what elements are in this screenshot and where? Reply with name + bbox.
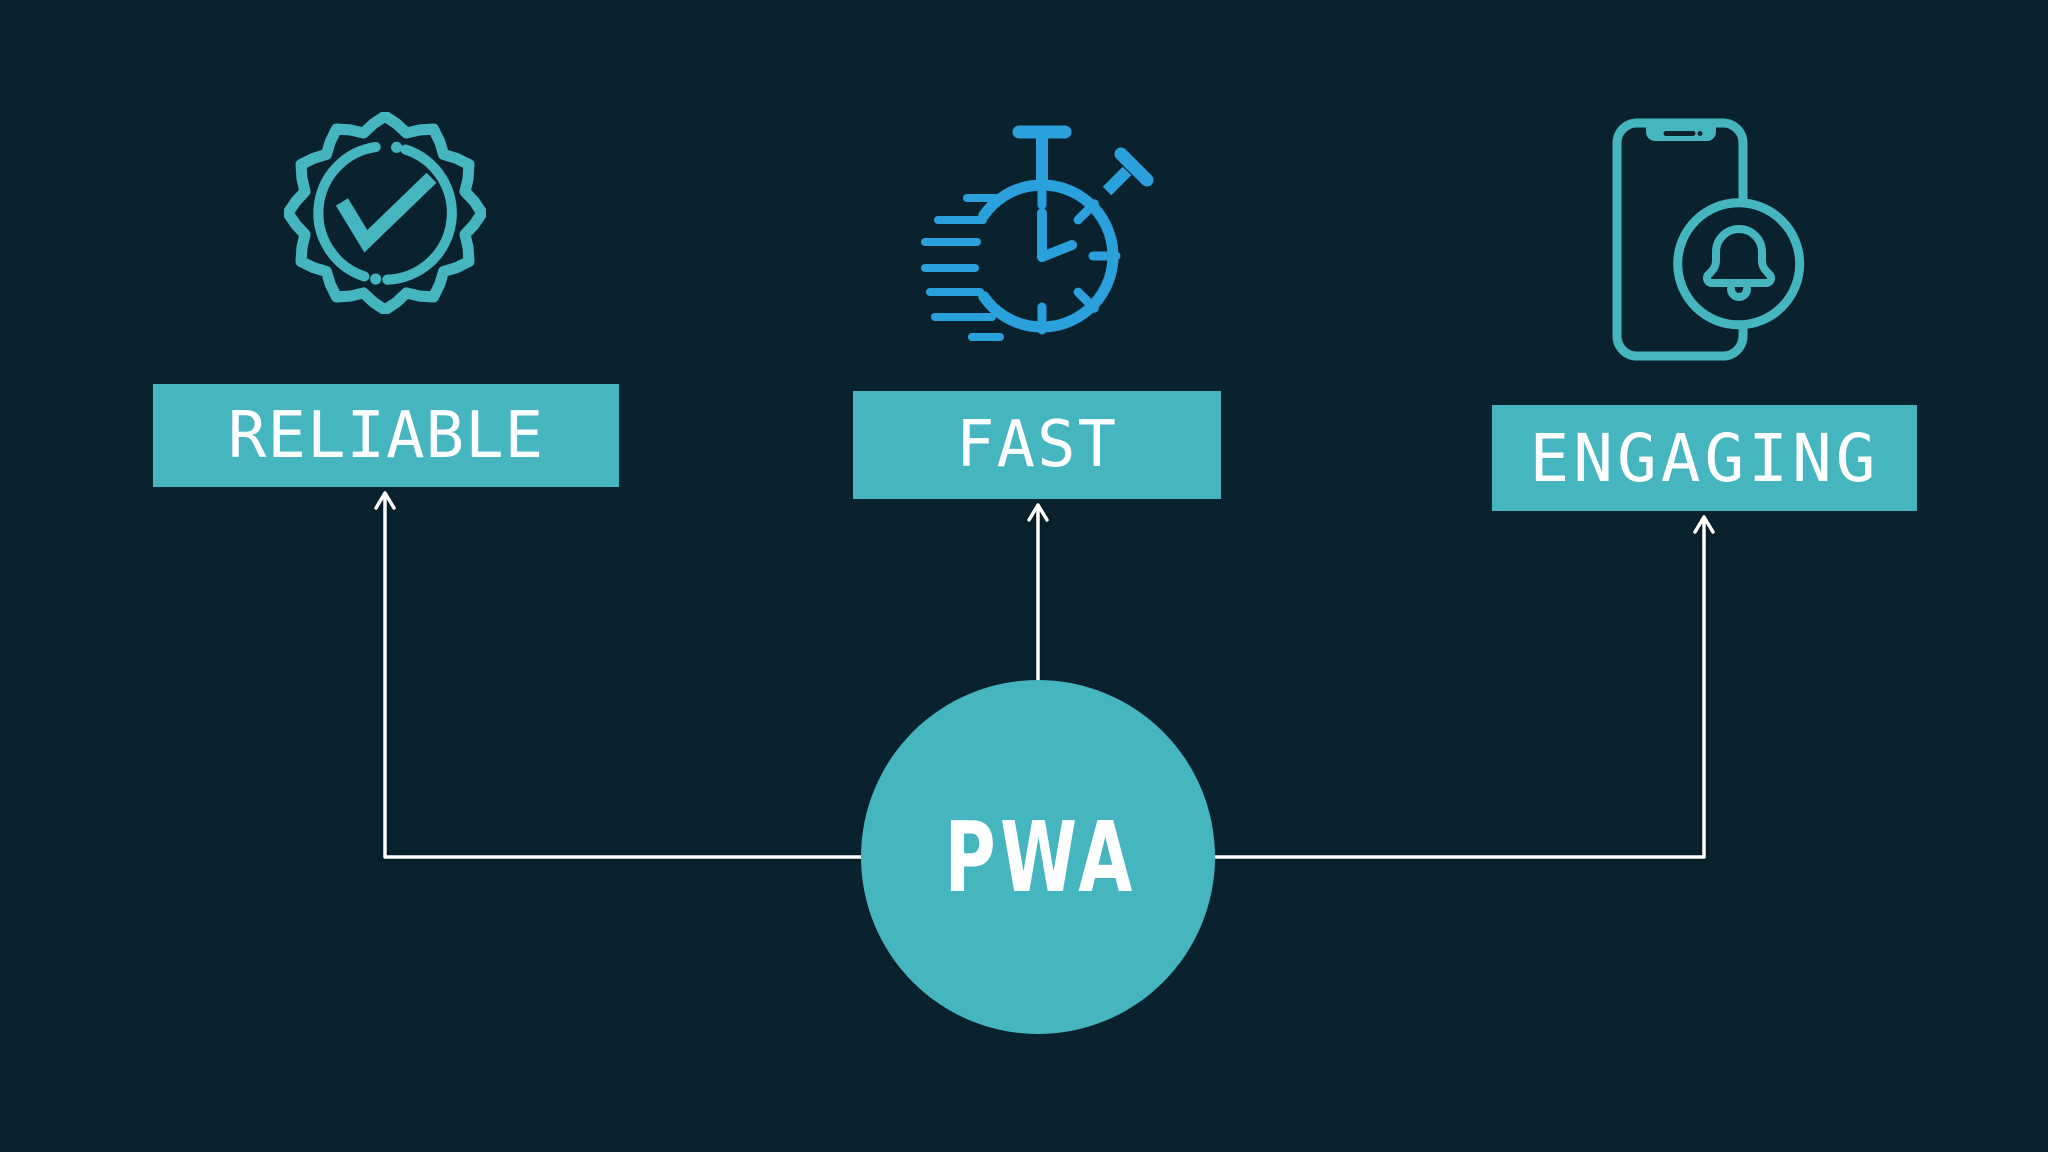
connector-reliable bbox=[383, 494, 863, 859]
feature-label-engaging: ENGAGING bbox=[1529, 419, 1880, 497]
badge-wavy-ring bbox=[284, 112, 486, 314]
speed-lines bbox=[921, 194, 1004, 341]
arrowhead-reliable bbox=[374, 491, 396, 510]
badge-dot-top bbox=[391, 141, 403, 153]
stopwatch-side-button-stem bbox=[1102, 166, 1132, 196]
phone-camera-dot bbox=[1697, 131, 1703, 136]
badge-dot-bottom bbox=[370, 273, 382, 285]
stopwatch-ticks bbox=[1037, 177, 1121, 335]
feature-label-fast: FAST bbox=[955, 408, 1119, 482]
stopwatch-hands bbox=[1037, 208, 1077, 262]
stopwatch-side-button-cap bbox=[1114, 147, 1154, 187]
phone-notification-bell-icon bbox=[1612, 118, 1805, 361]
engaging-label-box: ENGAGING bbox=[1492, 405, 1917, 511]
reliable-label-box: RELIABLE bbox=[153, 384, 619, 487]
phone-speaker-slit bbox=[1663, 131, 1696, 136]
arrowhead-engaging bbox=[1693, 515, 1715, 534]
notification-badge-circle bbox=[1673, 198, 1805, 330]
feature-label-reliable: RELIABLE bbox=[227, 398, 545, 473]
pwa-center-label: PWA bbox=[944, 800, 1137, 914]
badge-inner-arc-left bbox=[313, 141, 381, 282]
bell-icon bbox=[1702, 225, 1776, 287]
fast-label-box: FAST bbox=[853, 391, 1221, 499]
certified-badge-check-icon bbox=[284, 112, 486, 314]
bell-clapper bbox=[1727, 285, 1751, 301]
speed-stopwatch-icon bbox=[921, 125, 1154, 341]
arrowhead-fast bbox=[1027, 503, 1049, 522]
connector-engaging bbox=[1213, 518, 1706, 859]
pwa-center-node: PWA bbox=[861, 680, 1215, 1034]
badge-inner-arc-right bbox=[382, 144, 457, 285]
checkmark bbox=[335, 172, 437, 253]
